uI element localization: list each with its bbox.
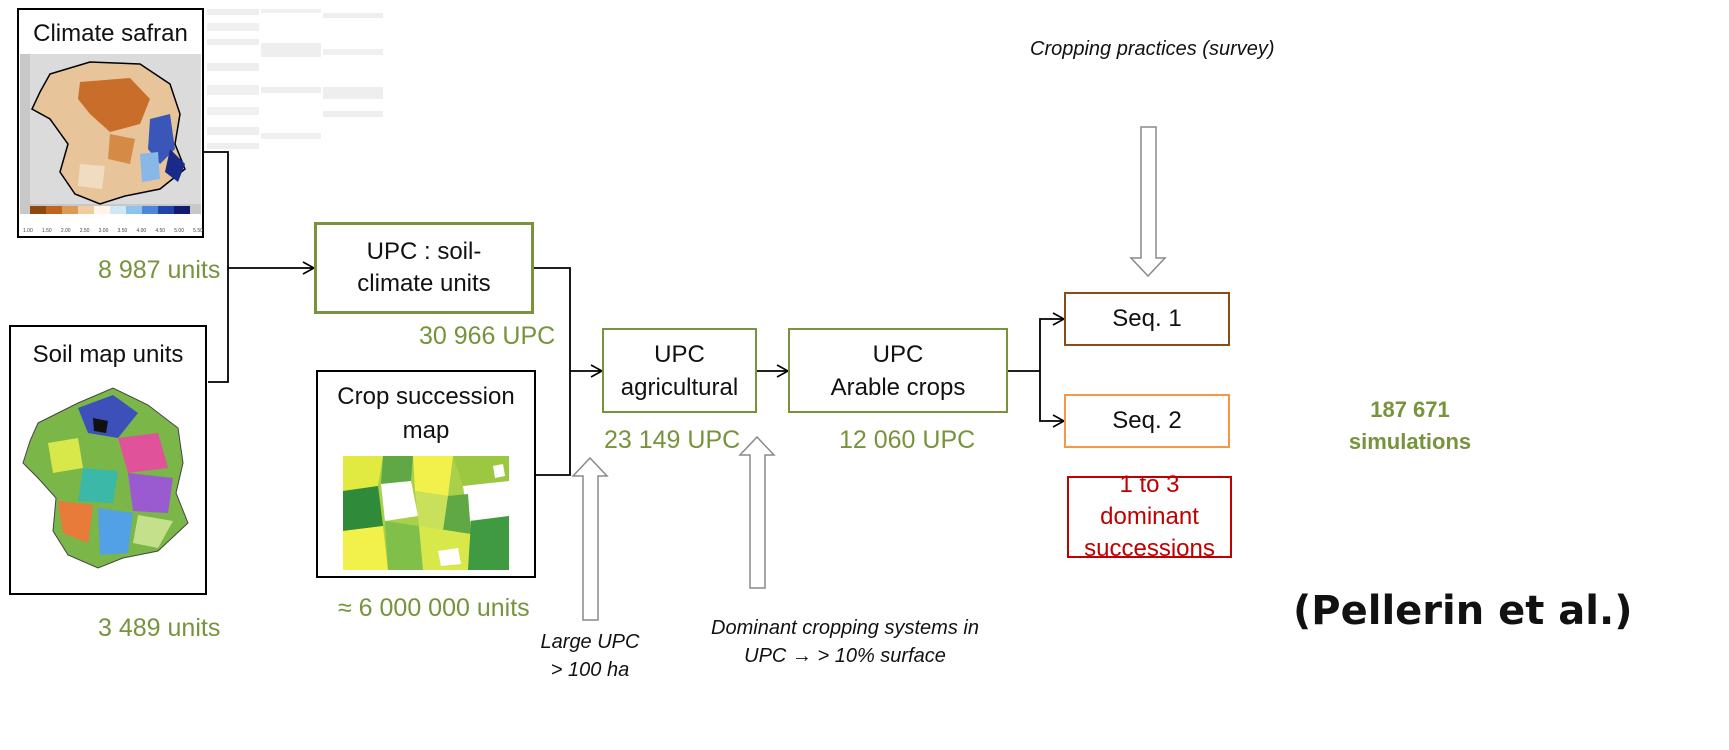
legend-tick: 3.00 [98, 228, 109, 234]
dominant-line2: successions [1084, 535, 1215, 562]
legend-tick: 5.00 [174, 228, 184, 234]
large-upc-line1: Large UPC [540, 631, 640, 653]
climate-legend-ticks: 1.00 1.50 2.00 2.50 3.00 3.50 4.00 4.50 … [23, 228, 203, 234]
dominant-successions-box: 1 to 3 dominant successions [1067, 471, 1232, 562]
upc-soil-climate-line2: climate units [357, 270, 491, 297]
upc-agricultural-count: 23 149 UPC [604, 426, 741, 454]
seq1-box: Seq. 1 [1064, 292, 1230, 346]
upc-agricultural-line2: agricultural [620, 373, 739, 401]
crop-succession-line2: map [402, 417, 450, 444]
climate-count: 8 987 units [98, 256, 221, 284]
legend-tick: 1.50 [41, 228, 52, 234]
upc-arable-line2: Arable crops [830, 373, 966, 401]
legend-tick: 4.50 [155, 228, 166, 234]
seq1-label: Seq. 1 [1112, 305, 1182, 332]
dominant-systems-line1: Dominant cropping systems in [711, 617, 979, 639]
legend-tick: 1.00 [23, 228, 33, 234]
seq2-label: Seq. 2 [1112, 407, 1182, 434]
climate-safran-title: Climate safran [33, 20, 188, 47]
dominant-systems-line2: UPC → > 10% surface [744, 645, 946, 667]
upc-soil-climate-connector [534, 267, 571, 476]
hollow-arrow-large-upc [571, 456, 609, 621]
simulations-label: simulations [1348, 429, 1472, 454]
citation: (Pellerin et al.) [1293, 588, 1633, 634]
simulations-count: 187 671 [1370, 397, 1450, 422]
simulations-result: 187 671 simulations [1335, 394, 1485, 458]
upc-agricultural-box: UPC agricultural [602, 328, 757, 413]
upc-soil-climate-box: UPC : soil- climate units [314, 222, 534, 314]
upc-arable-count: 12 060 UPC [839, 426, 976, 454]
legend-tick: 2.00 [60, 228, 71, 234]
upc-soil-climate-count: 30 966 UPC [419, 322, 556, 350]
crop-succession-line1: Crop succession [337, 383, 515, 410]
legend-tick: 2.50 [79, 228, 90, 234]
upc-arable-line1: UPC [872, 340, 924, 368]
legend-tick: 4.00 [136, 228, 147, 234]
large-upc-line2: > 100 ha [550, 659, 630, 681]
hollow-arrow-dominant-systems [738, 435, 776, 589]
climate-connector [204, 151, 229, 383]
cropping-practices-label: Cropping practices (survey) [1030, 38, 1275, 60]
soil-map-image [22, 387, 189, 569]
large-upc-label: Large UPC > 100 ha [530, 628, 650, 684]
crop-succession-box: Crop succession map [316, 370, 536, 578]
arrow-to-seq1 [1039, 312, 1066, 371]
dominant-systems-label: Dominant cropping systems in UPC → > 10%… [690, 614, 1000, 670]
dominant-line1: 1 to 3 dominant [1100, 471, 1199, 530]
soil-count: 3 489 units [98, 614, 221, 642]
climate-map-image [20, 54, 201, 214]
crop-map-image [343, 456, 509, 570]
soil-map-title: Soil map units [32, 341, 184, 368]
legend-tick: 5.50 [193, 228, 203, 234]
crop-map-count: ≈ 6 000 000 units [338, 594, 530, 622]
climate-safran-box: Climate safran 1.00 1.50 2.00 2.50 3.00 … [17, 8, 204, 238]
legend-tick: 3.50 [117, 228, 128, 234]
hollow-arrow-cropping-practices [1129, 126, 1167, 278]
upc-agricultural-line1: UPC [654, 340, 705, 368]
upc-arable-box: UPC Arable crops [788, 328, 1008, 413]
upc-soil-climate-line1: UPC : soil- [366, 238, 482, 265]
arrow-to-seq2 [1039, 371, 1066, 428]
soil-map-box: Soil map units [9, 325, 207, 595]
seq2-box: Seq. 2 [1064, 394, 1230, 448]
background-watermark [205, 5, 385, 150]
